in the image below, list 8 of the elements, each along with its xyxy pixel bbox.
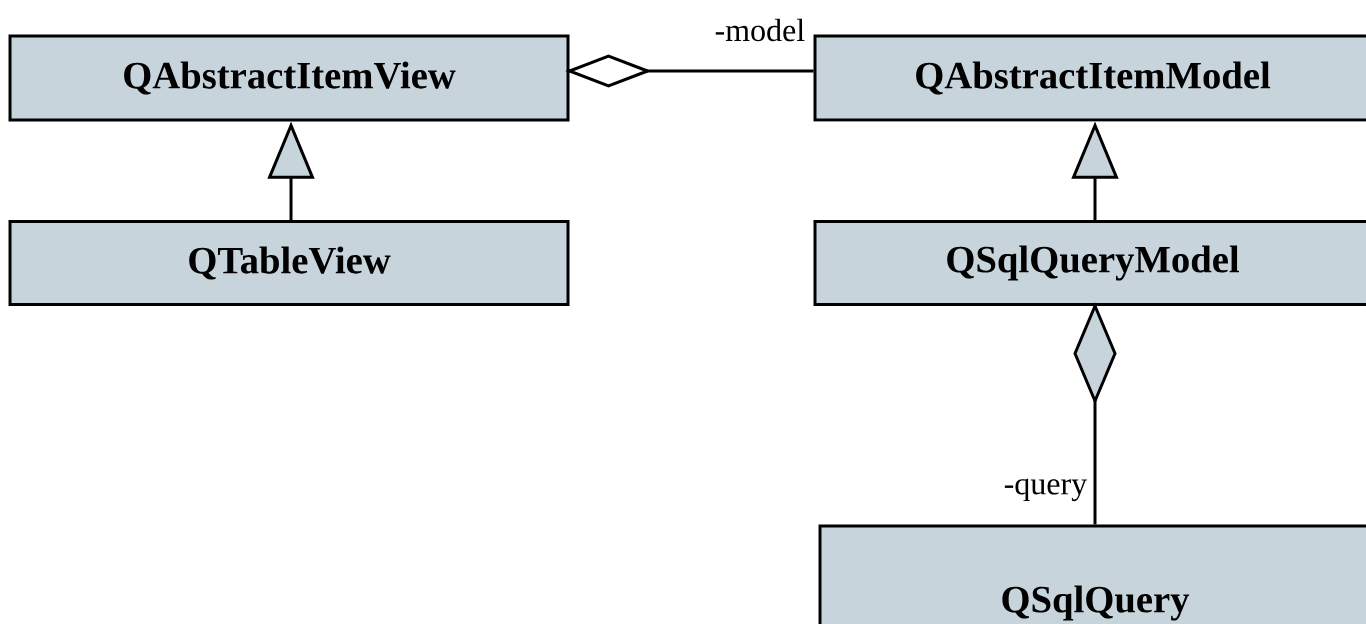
class-box: QTableView <box>8 220 570 306</box>
aggregation-line <box>565 54 814 88</box>
class-box: QAbstractItemModel <box>813 34 1366 122</box>
role-label: -model <box>713 17 807 43</box>
class-box: QSqlQuery <box>818 524 1366 624</box>
aggregation-line <box>1073 302 1117 525</box>
class-box: QAbstractItemView <box>8 34 570 122</box>
role-label: -query <box>1002 477 1089 503</box>
